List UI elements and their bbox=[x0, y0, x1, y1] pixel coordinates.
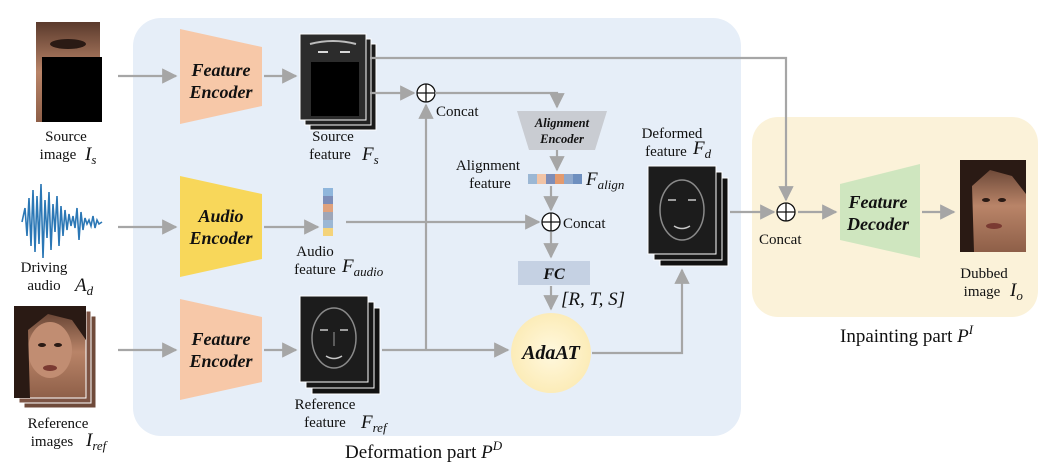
audio-feature-symbol: Faudio bbox=[341, 256, 384, 279]
svg-text:Encoder: Encoder bbox=[189, 228, 254, 248]
alignment-feature-vector bbox=[528, 174, 582, 184]
reference-feature-symbol: Fref bbox=[360, 412, 389, 435]
svg-text:AdaAT: AdaAT bbox=[520, 342, 581, 364]
audio-waveform bbox=[21, 183, 103, 259]
feature-decoder: Feature Decoder bbox=[840, 164, 920, 258]
deformed-feature-label-1: Deformed bbox=[642, 126, 703, 142]
svg-text:Feature: Feature bbox=[847, 192, 907, 212]
audio-feature-label-2: feature bbox=[294, 262, 336, 278]
dubbed-image-label-2: image bbox=[964, 284, 1001, 300]
concat-2-symbol bbox=[541, 212, 561, 232]
audio-feature-label-1: Audio bbox=[296, 244, 334, 260]
reference-feature-label-2: feature bbox=[304, 415, 346, 431]
svg-text:Encoder: Encoder bbox=[189, 351, 254, 371]
alignment-feature-label-1: Alignment bbox=[456, 158, 521, 174]
reference-feature-map bbox=[299, 295, 381, 395]
reference-images-label-1: Reference bbox=[28, 416, 89, 432]
concat-3-label: Concat bbox=[759, 232, 802, 248]
deformed-feature-symbol: Fd bbox=[692, 138, 712, 161]
deformation-part-label: Deformation part PD bbox=[345, 438, 503, 463]
reference-images bbox=[13, 305, 97, 409]
alignment-feature-label-2: feature bbox=[469, 176, 511, 192]
svg-text:Feature: Feature bbox=[190, 60, 250, 80]
source-image-label-1: Source bbox=[45, 129, 87, 145]
input-arrows bbox=[118, 68, 320, 358]
deformation-arrows bbox=[346, 56, 956, 358]
concat-3-symbol bbox=[776, 202, 796, 222]
rts-params: [R, T, S] bbox=[561, 289, 625, 310]
svg-text:Encoder: Encoder bbox=[539, 132, 584, 146]
svg-text:Alignment: Alignment bbox=[534, 116, 590, 130]
dubbed-image bbox=[960, 160, 1026, 252]
audio-encoder: Audio Encoder bbox=[180, 176, 262, 277]
dubbed-image-label-1: Dubbed bbox=[960, 266, 1008, 282]
svg-text:Feature: Feature bbox=[190, 329, 250, 349]
adaat-block: AdaAT bbox=[511, 313, 591, 393]
source-image-symbol: Is bbox=[84, 144, 96, 167]
alignment-feature-symbol: Falign bbox=[585, 169, 624, 192]
audio-label-2: audio bbox=[27, 278, 60, 294]
concat-1-label: Concat bbox=[436, 104, 479, 120]
source-feature-label-1: Source bbox=[312, 129, 354, 145]
reference-images-label-2: images bbox=[31, 434, 74, 450]
deformed-feature-label-2: feature bbox=[645, 144, 687, 160]
svg-text:Audio: Audio bbox=[197, 206, 243, 226]
source-feature-map bbox=[299, 33, 377, 131]
audio-symbol: Ad bbox=[73, 275, 94, 298]
audio-label-1: Driving bbox=[21, 260, 68, 276]
inpainting-part-label: Inpainting part PI bbox=[840, 322, 974, 347]
deformed-feature-map bbox=[647, 165, 729, 267]
fc-block: FC bbox=[518, 261, 590, 285]
alignment-encoder: Alignment Encoder bbox=[517, 111, 607, 150]
feature-encoder-top: Feature Encoder bbox=[180, 29, 262, 124]
svg-text:Encoder: Encoder bbox=[189, 82, 254, 102]
dubbed-image-symbol: Io bbox=[1009, 280, 1023, 303]
source-feature-symbol: Fs bbox=[361, 144, 379, 167]
concat-2-label: Concat bbox=[563, 216, 606, 232]
reference-feature-label-1: Reference bbox=[295, 397, 356, 413]
source-image-label-2: image bbox=[40, 147, 77, 163]
svg-text:Decoder: Decoder bbox=[846, 214, 910, 234]
concat-1-symbol bbox=[416, 83, 436, 103]
reference-images-symbol: Iref bbox=[85, 430, 109, 453]
svg-text:FC: FC bbox=[542, 266, 565, 283]
source-image bbox=[36, 22, 102, 122]
source-feature-label-2: feature bbox=[309, 147, 351, 163]
audio-feature-vector bbox=[323, 188, 333, 236]
feature-encoder-bottom: Feature Encoder bbox=[180, 299, 262, 400]
